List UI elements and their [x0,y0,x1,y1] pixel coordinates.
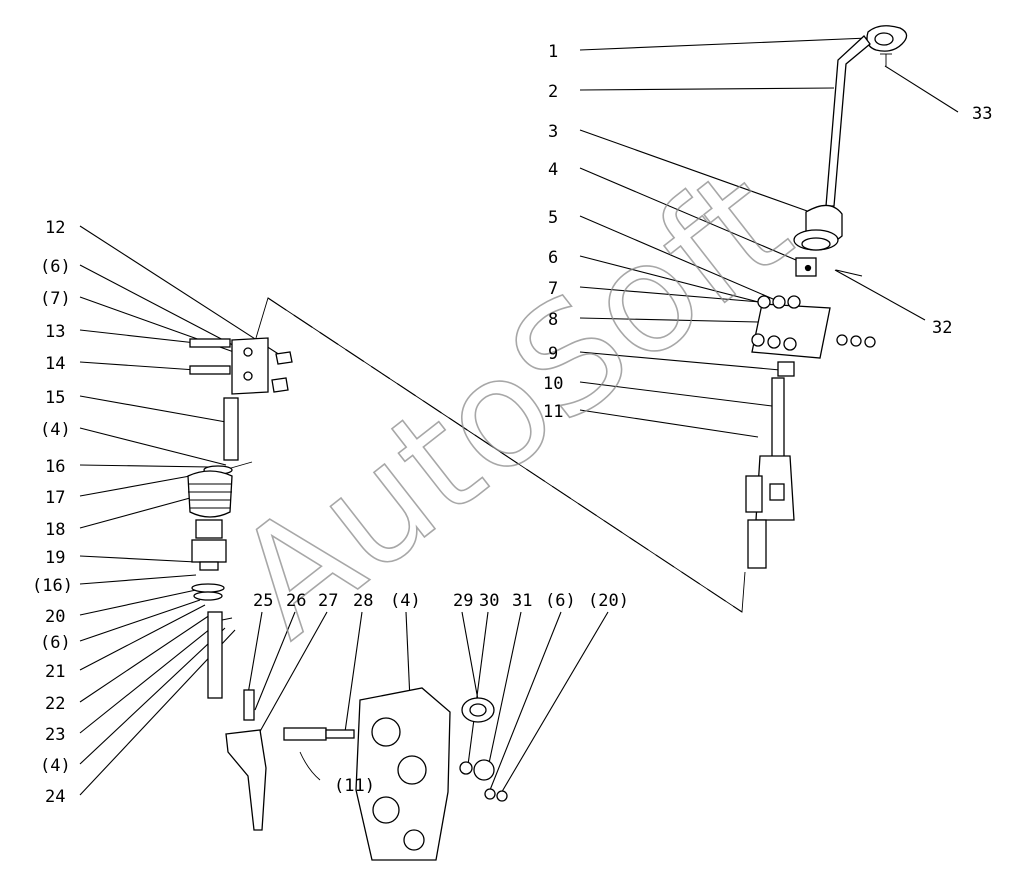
label-27: 27 [318,591,338,611]
left-shaft-assembly [187,337,293,831]
label-7: 7 [548,279,558,299]
label-2: 2 [548,82,558,102]
label-28: 28 [353,591,373,611]
leader-lines [79,37,959,796]
label-6-ref3: (6) [545,591,576,611]
label-4-ref: (4) [40,420,71,440]
label-4-ref2: (4) [40,756,71,776]
label-13: 13 [45,322,65,342]
label-9: 9 [548,344,558,364]
label-14: 14 [45,354,65,374]
label-10: 10 [543,374,563,394]
label-4-ref3: (4) [390,591,421,611]
label-6-ref2: (6) [40,633,71,653]
label-20-ref: (20) [588,591,629,611]
label-5: 5 [548,208,558,228]
label-7-ref: (7) [40,289,71,309]
callout-labels: 1 2 3 4 5 6 7 8 9 10 11 32 33 12 (6) (7)… [32,42,992,807]
label-6: 6 [548,248,558,268]
label-19: 19 [45,548,65,568]
label-12: 12 [45,218,65,238]
label-29: 29 [453,591,473,611]
label-11-ref: (11) [334,776,375,796]
label-4: 4 [548,160,558,180]
label-16-ref: (16) [32,576,73,596]
label-30: 30 [479,591,499,611]
label-31: 31 [512,591,532,611]
label-8: 8 [548,310,558,330]
label-22: 22 [45,694,65,714]
label-23: 23 [45,725,65,745]
label-25: 25 [253,591,273,611]
label-18: 18 [45,520,65,540]
label-32: 32 [932,318,952,338]
assembly-dashed-line [255,297,746,613]
label-26: 26 [286,591,306,611]
label-21: 21 [45,662,65,682]
label-1: 1 [548,42,558,62]
label-16: 16 [45,457,65,477]
label-17: 17 [45,488,65,508]
label-33: 33 [972,104,992,124]
housing-assembly [283,687,508,861]
label-11: 11 [543,402,563,422]
label-6-ref: (6) [40,257,71,277]
label-24: 24 [45,787,65,807]
label-15: 15 [45,388,65,408]
label-3: 3 [548,122,558,142]
label-20: 20 [45,607,65,627]
gear-lever-assembly [745,25,908,569]
